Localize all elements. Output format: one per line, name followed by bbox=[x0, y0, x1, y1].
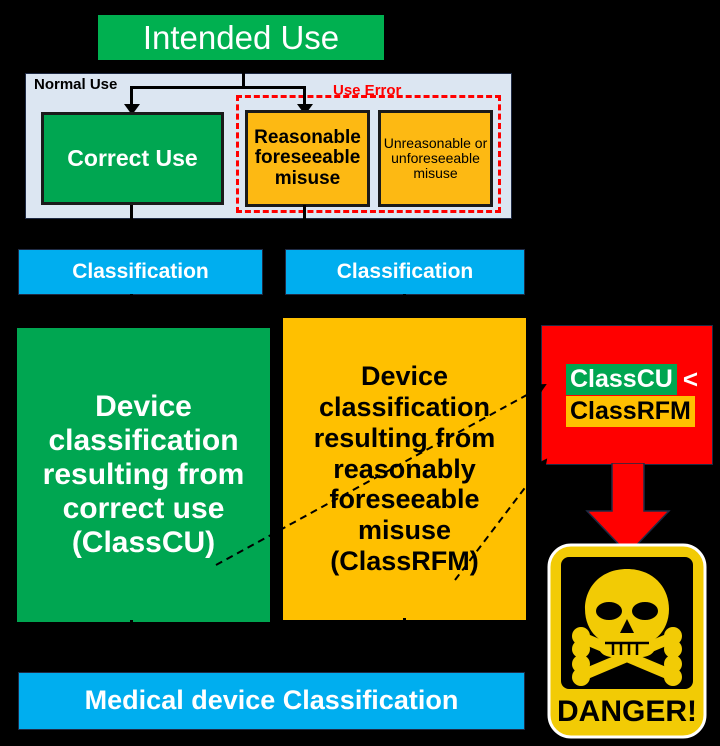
correct-use-box: Correct Use bbox=[41, 112, 224, 205]
connector-left-to-result bbox=[130, 294, 133, 330]
connector-right-to-result bbox=[403, 294, 406, 320]
comparison-box: ClassCU < ClassRFM bbox=[541, 325, 713, 465]
danger-sign: DANGER! bbox=[547, 543, 707, 739]
classcu-result-box: Device classification resulting from cor… bbox=[17, 328, 270, 622]
connector-classrfm-to-bottom bbox=[403, 618, 406, 674]
comparison-inner: ClassCU < ClassRFM bbox=[566, 364, 706, 427]
medical-device-classification-bar: Medical device Classification bbox=[18, 672, 525, 730]
classrfm-result-box: Device classification resulting from rea… bbox=[283, 318, 526, 620]
connector-rfm-down bbox=[303, 205, 306, 251]
less-than-operator: < bbox=[682, 364, 699, 394]
danger-label: DANGER! bbox=[557, 695, 697, 728]
classcu-chip: ClassCU bbox=[566, 364, 677, 395]
comparison-row-bottom: ClassRFM bbox=[566, 396, 706, 427]
intended-use-banner: Intended Use bbox=[98, 15, 384, 60]
normal-use-label: Normal Use bbox=[34, 76, 118, 93]
connector-correct-use-down bbox=[130, 205, 133, 251]
connector-right-drop bbox=[303, 86, 306, 108]
red-down-arrow-icon bbox=[585, 463, 671, 555]
classification-bar-right: Classification bbox=[285, 249, 525, 295]
use-error-label: Use Error bbox=[333, 82, 402, 99]
comparison-row-top: ClassCU < bbox=[566, 364, 706, 395]
arrowhead-right bbox=[297, 104, 313, 115]
arrowhead-left bbox=[124, 104, 140, 115]
connector-trunk-vertical bbox=[242, 60, 245, 88]
use-error-dashed-group bbox=[236, 95, 501, 213]
reasonable-foreseeable-misuse-box: Reasonable foreseeable misuse bbox=[245, 110, 370, 207]
connector-left-drop bbox=[130, 86, 133, 108]
connector-horizontal bbox=[130, 86, 306, 89]
classrfm-chip: ClassRFM bbox=[566, 396, 695, 427]
connector-classcu-to-bottom bbox=[130, 620, 133, 674]
skull-and-crossbones-icon bbox=[572, 569, 682, 686]
unreasonable-misuse-box: Unreasonable or unforeseeable misuse bbox=[378, 110, 493, 207]
classification-bar-left: Classification bbox=[18, 249, 263, 295]
